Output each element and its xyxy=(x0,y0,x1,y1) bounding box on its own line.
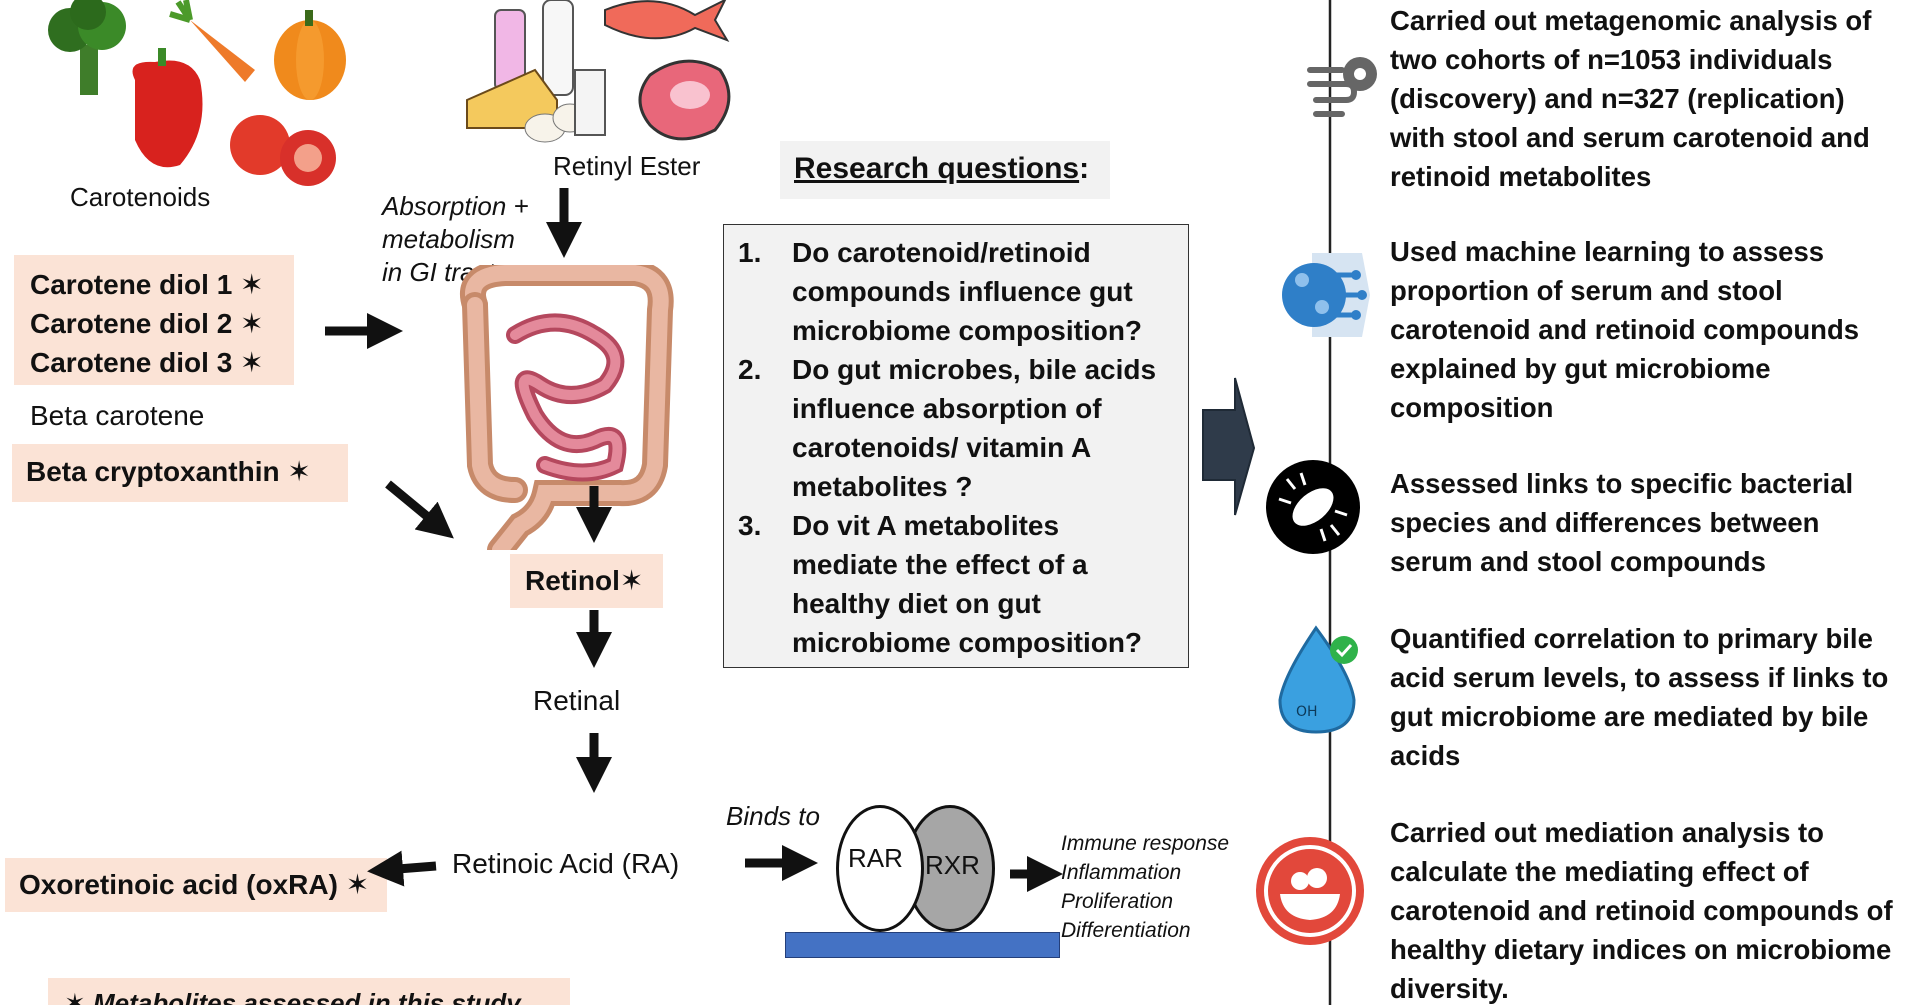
arrow-ra-to-oxra xyxy=(367,850,437,887)
finding-machine-learning: Used machine learning to assess proporti… xyxy=(1390,236,1860,423)
milk-icon xyxy=(494,0,574,96)
vegetables-illustration xyxy=(48,0,346,186)
questions-to-findings-arrow xyxy=(1202,377,1256,516)
finding-bacterial-species: Assessed links to specific bacterial spe… xyxy=(1390,468,1854,577)
absorption-line-1: Absorption + xyxy=(382,191,529,221)
carotene-diol-2: Carotene diol 2 ✶ xyxy=(30,308,264,339)
broccoli-icon xyxy=(48,0,126,95)
effect-immune-response: Immune response xyxy=(1061,832,1230,855)
animal-foods-illustration xyxy=(466,0,731,143)
retinal-label: Retinal xyxy=(533,685,621,716)
question-number: 2. xyxy=(738,354,762,385)
healthy-diet-icon xyxy=(1256,837,1364,945)
legend-text: ✶ Metabolites assessed in this study xyxy=(64,988,521,1005)
gut-illustration xyxy=(460,265,674,550)
retinyl-ester-label: Retinyl Ester xyxy=(553,151,701,181)
carotene-diol-3: Carotene diol 3 ✶ xyxy=(30,347,264,378)
retinol-box: Retinol✶ xyxy=(510,554,663,608)
tomato-icon xyxy=(230,115,336,186)
carotene-diols-box: Carotene diol 1 ✶ Carotene diol 2 ✶ Caro… xyxy=(14,255,294,385)
effect-inflammation: Inflammation xyxy=(1061,861,1182,884)
question-text: Do gut microbes, bile acids influence ab… xyxy=(792,354,1157,502)
fish-icon xyxy=(604,0,730,42)
brain-network-icon xyxy=(1282,253,1370,337)
binds-to-label: Binds to xyxy=(726,801,820,831)
carotene-diol-1: Carotene diol 1 ✶ xyxy=(30,269,264,300)
legend-box: ✶ Metabolites assessed in this study xyxy=(48,978,570,1005)
retinoic-acid-label: Retinoic Acid (RA) xyxy=(452,848,680,879)
finding-bile-acids: Quantified correlation to primary bile a… xyxy=(1390,623,1889,771)
oxoretinoic-acid-box: Oxoretinoic acid (oxRA) ✶ xyxy=(5,858,387,912)
question-text: Do carotenoid/retinoid compounds influen… xyxy=(792,237,1143,346)
svg-text:OH: OH xyxy=(1296,704,1318,720)
carotenoids-label: Carotenoids xyxy=(70,182,211,212)
effect-proliferation: Proliferation xyxy=(1061,890,1174,913)
rar-receptor xyxy=(836,805,924,932)
effects-list: Immune response Inflammation Proliferati… xyxy=(1061,829,1229,945)
rxr-label: RXR xyxy=(925,850,980,880)
dna-bar xyxy=(785,932,1060,958)
research-questions-box: 1. Do carotenoid/retinoid compounds infl… xyxy=(723,224,1189,668)
absorption-line-2: metabolism xyxy=(382,224,515,254)
question-text: Do vit A metabolites mediate the effect … xyxy=(792,510,1143,658)
pumpkin-icon xyxy=(274,10,346,100)
red-pepper-icon xyxy=(132,48,203,168)
research-heading-box: Research questions: xyxy=(780,141,1110,199)
research-heading-colon: : xyxy=(1079,152,1090,185)
bile-drop-icon: OH xyxy=(1278,625,1358,734)
question-number: 1. xyxy=(738,237,762,268)
carrot-icon xyxy=(169,0,255,82)
question-number: 3. xyxy=(738,510,762,541)
glass-icon xyxy=(574,69,606,136)
beta-cryptoxanthin-box: Beta cryptoxanthin ✶ xyxy=(12,444,348,502)
bacteria-icon xyxy=(1266,460,1360,554)
gut-gear-icon xyxy=(1307,57,1377,117)
beta-carotene-label: Beta carotene xyxy=(30,400,205,431)
steak-icon xyxy=(638,59,731,141)
arrow-cryptoxanthin-down xyxy=(385,480,454,539)
effect-differentiation: Differentiation xyxy=(1061,919,1191,942)
finding-metagenomic: Carried out metagenomic analysis of two … xyxy=(1390,5,1872,192)
finding-mediation: Carried out mediation analysis to calcul… xyxy=(1390,817,1893,1004)
rar-label: RAR xyxy=(848,843,903,873)
research-heading: Research questions xyxy=(794,152,1080,185)
